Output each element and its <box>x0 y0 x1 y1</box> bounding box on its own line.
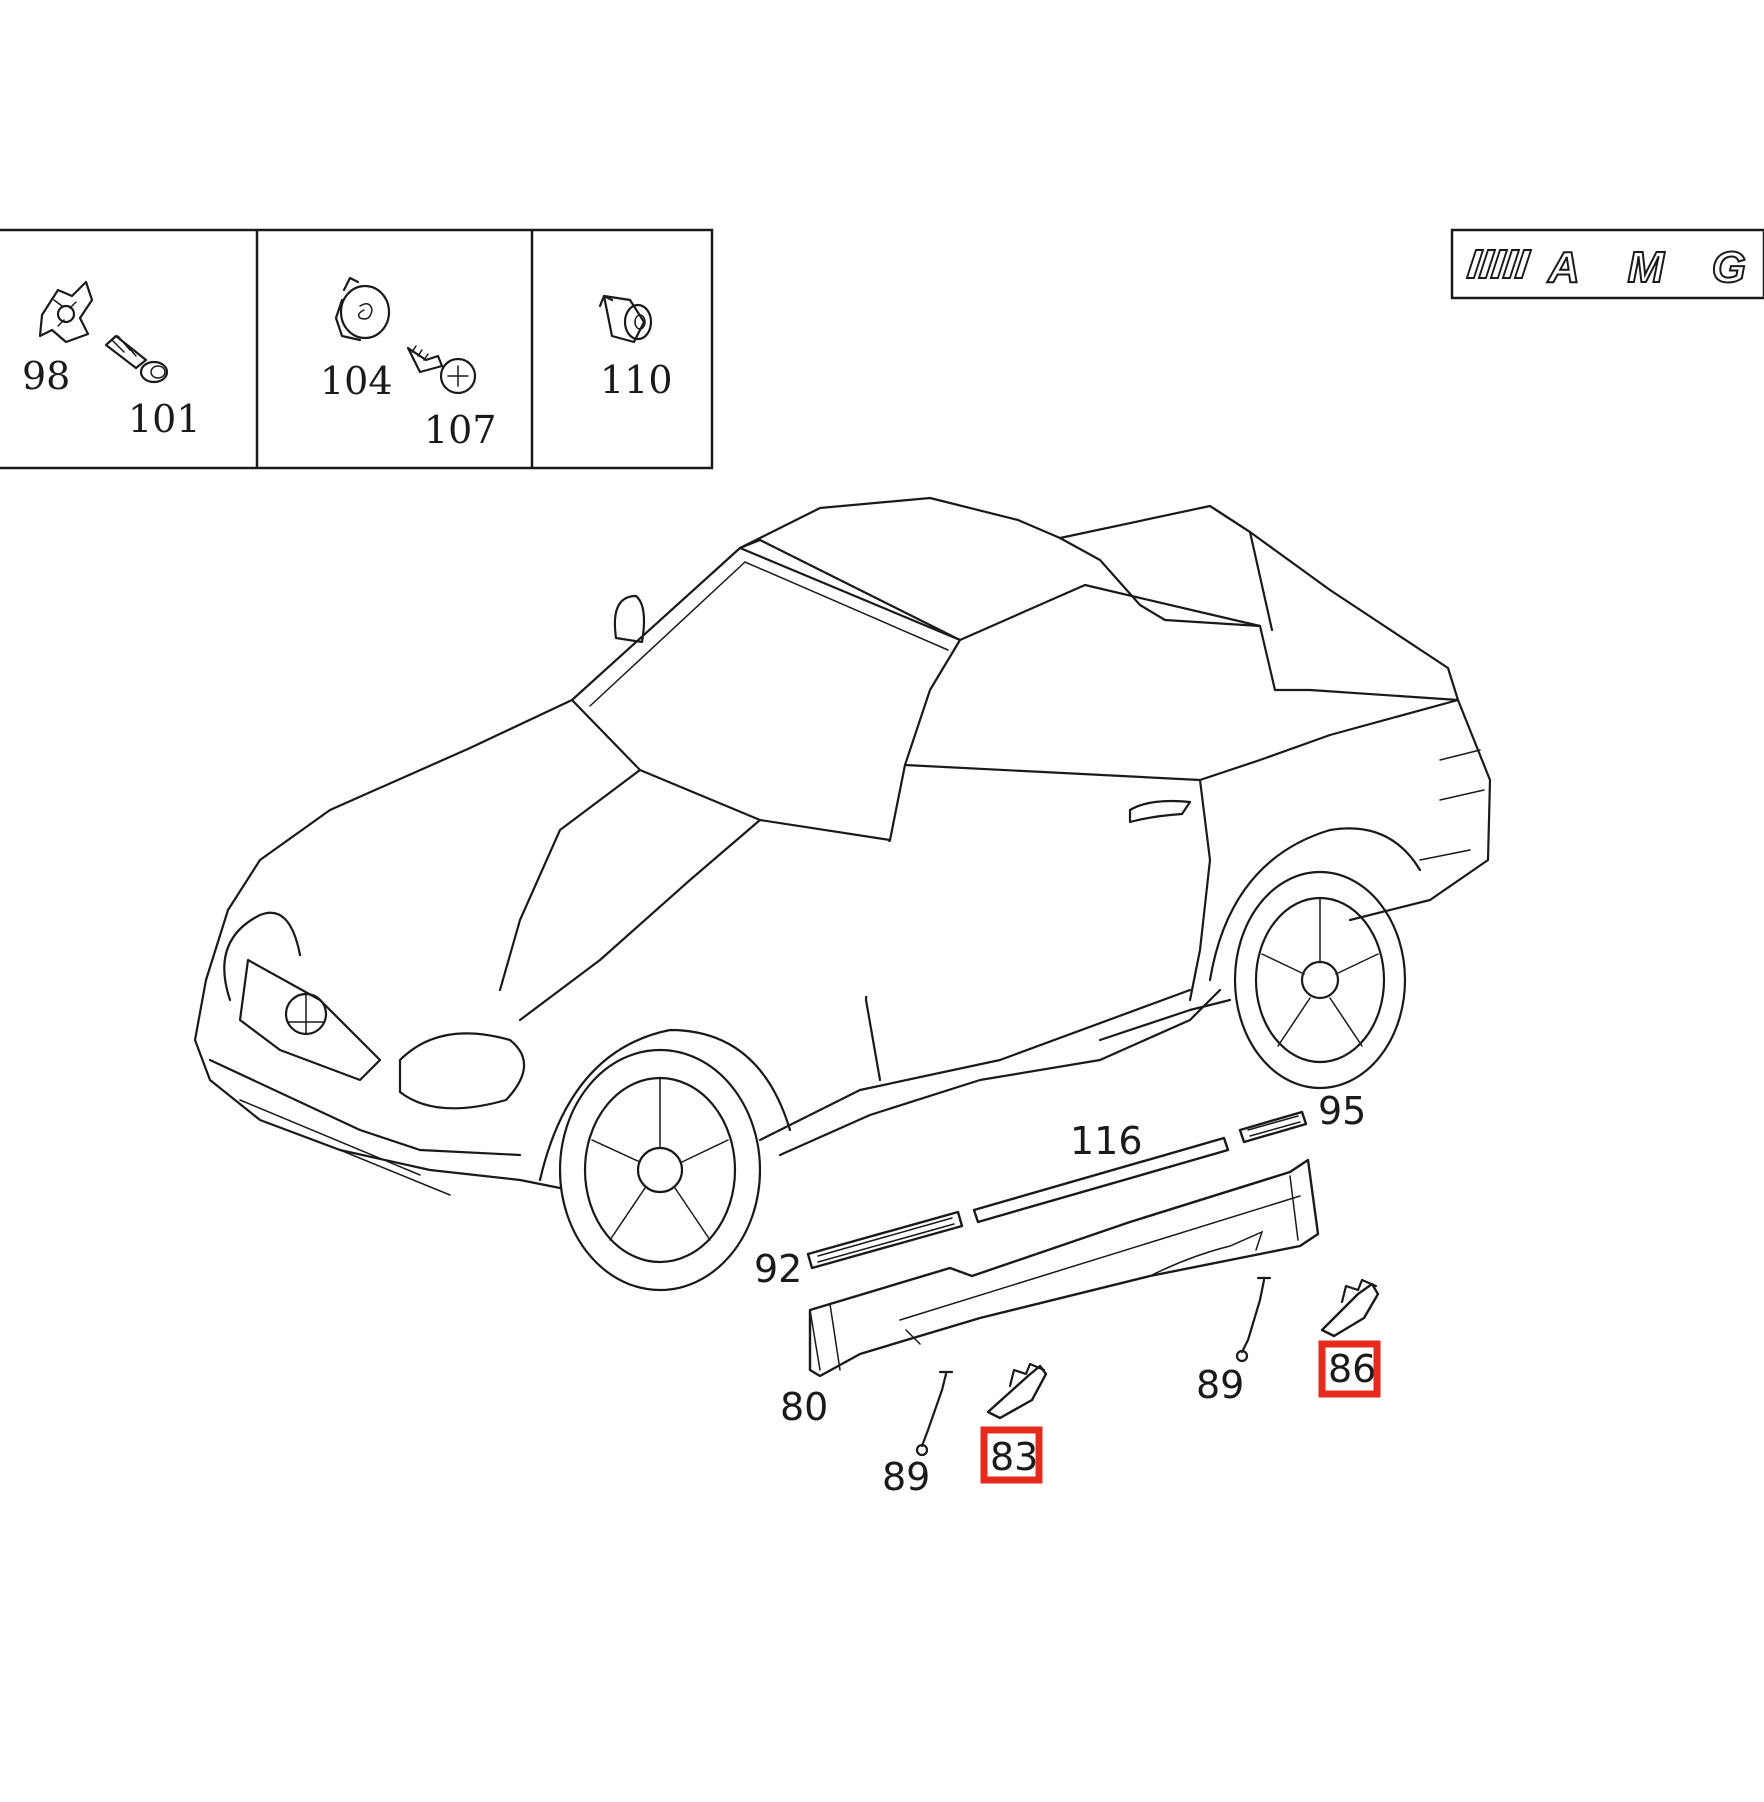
callout-86: 86 <box>1328 1347 1376 1391</box>
cap-nut-icon <box>334 276 391 342</box>
inset-panel-104-107: 104 107 <box>320 276 497 452</box>
part-116-trim-strip <box>972 1136 1230 1224</box>
side-skirt-parts <box>806 1110 1380 1457</box>
part-89-cord-front <box>915 1370 954 1457</box>
highlight-boxes <box>980 1340 1381 1484</box>
callout-89-front: 89 <box>882 1455 930 1499</box>
amg-logo-text: AMG <box>1547 243 1746 292</box>
inset-panel-98-101: 98 101 <box>22 280 201 441</box>
part-80-side-skirt <box>808 1158 1320 1378</box>
callout-89-rear: 89 <box>1196 1363 1244 1407</box>
label-104: 104 <box>320 359 393 403</box>
car-illustration <box>193 496 1492 1292</box>
callout-labels: 116 95 92 80 89 89 83 86 <box>754 1089 1376 1499</box>
callout-116: 116 <box>1070 1119 1143 1163</box>
callout-83: 83 <box>990 1435 1038 1479</box>
label-107: 107 <box>424 408 497 452</box>
callout-95: 95 <box>1318 1089 1366 1133</box>
inset-panel-110: 110 <box>598 294 673 402</box>
callout-92: 92 <box>754 1247 802 1291</box>
fastener-inset-table: 98 101 104 107 <box>0 228 714 470</box>
callout-80: 80 <box>780 1385 828 1429</box>
highlight-box-83 <box>980 1426 1043 1484</box>
clip-icon <box>38 280 94 344</box>
part-89-cord-rear <box>1235 1276 1272 1363</box>
label-110: 110 <box>600 358 673 402</box>
plug-icon <box>598 294 653 344</box>
part-86-end-cap <box>1320 1278 1380 1338</box>
label-101: 101 <box>128 397 201 441</box>
part-95-trim-strip <box>1238 1110 1308 1144</box>
expansion-rivet-icon <box>104 334 169 384</box>
amg-logo: AMG <box>1450 228 1764 300</box>
part-92-trim-strip <box>806 1210 964 1270</box>
screw-icon <box>406 345 477 395</box>
part-83-end-cap <box>986 1362 1048 1420</box>
label-98: 98 <box>22 354 70 398</box>
highlight-box-86 <box>1318 1340 1381 1398</box>
